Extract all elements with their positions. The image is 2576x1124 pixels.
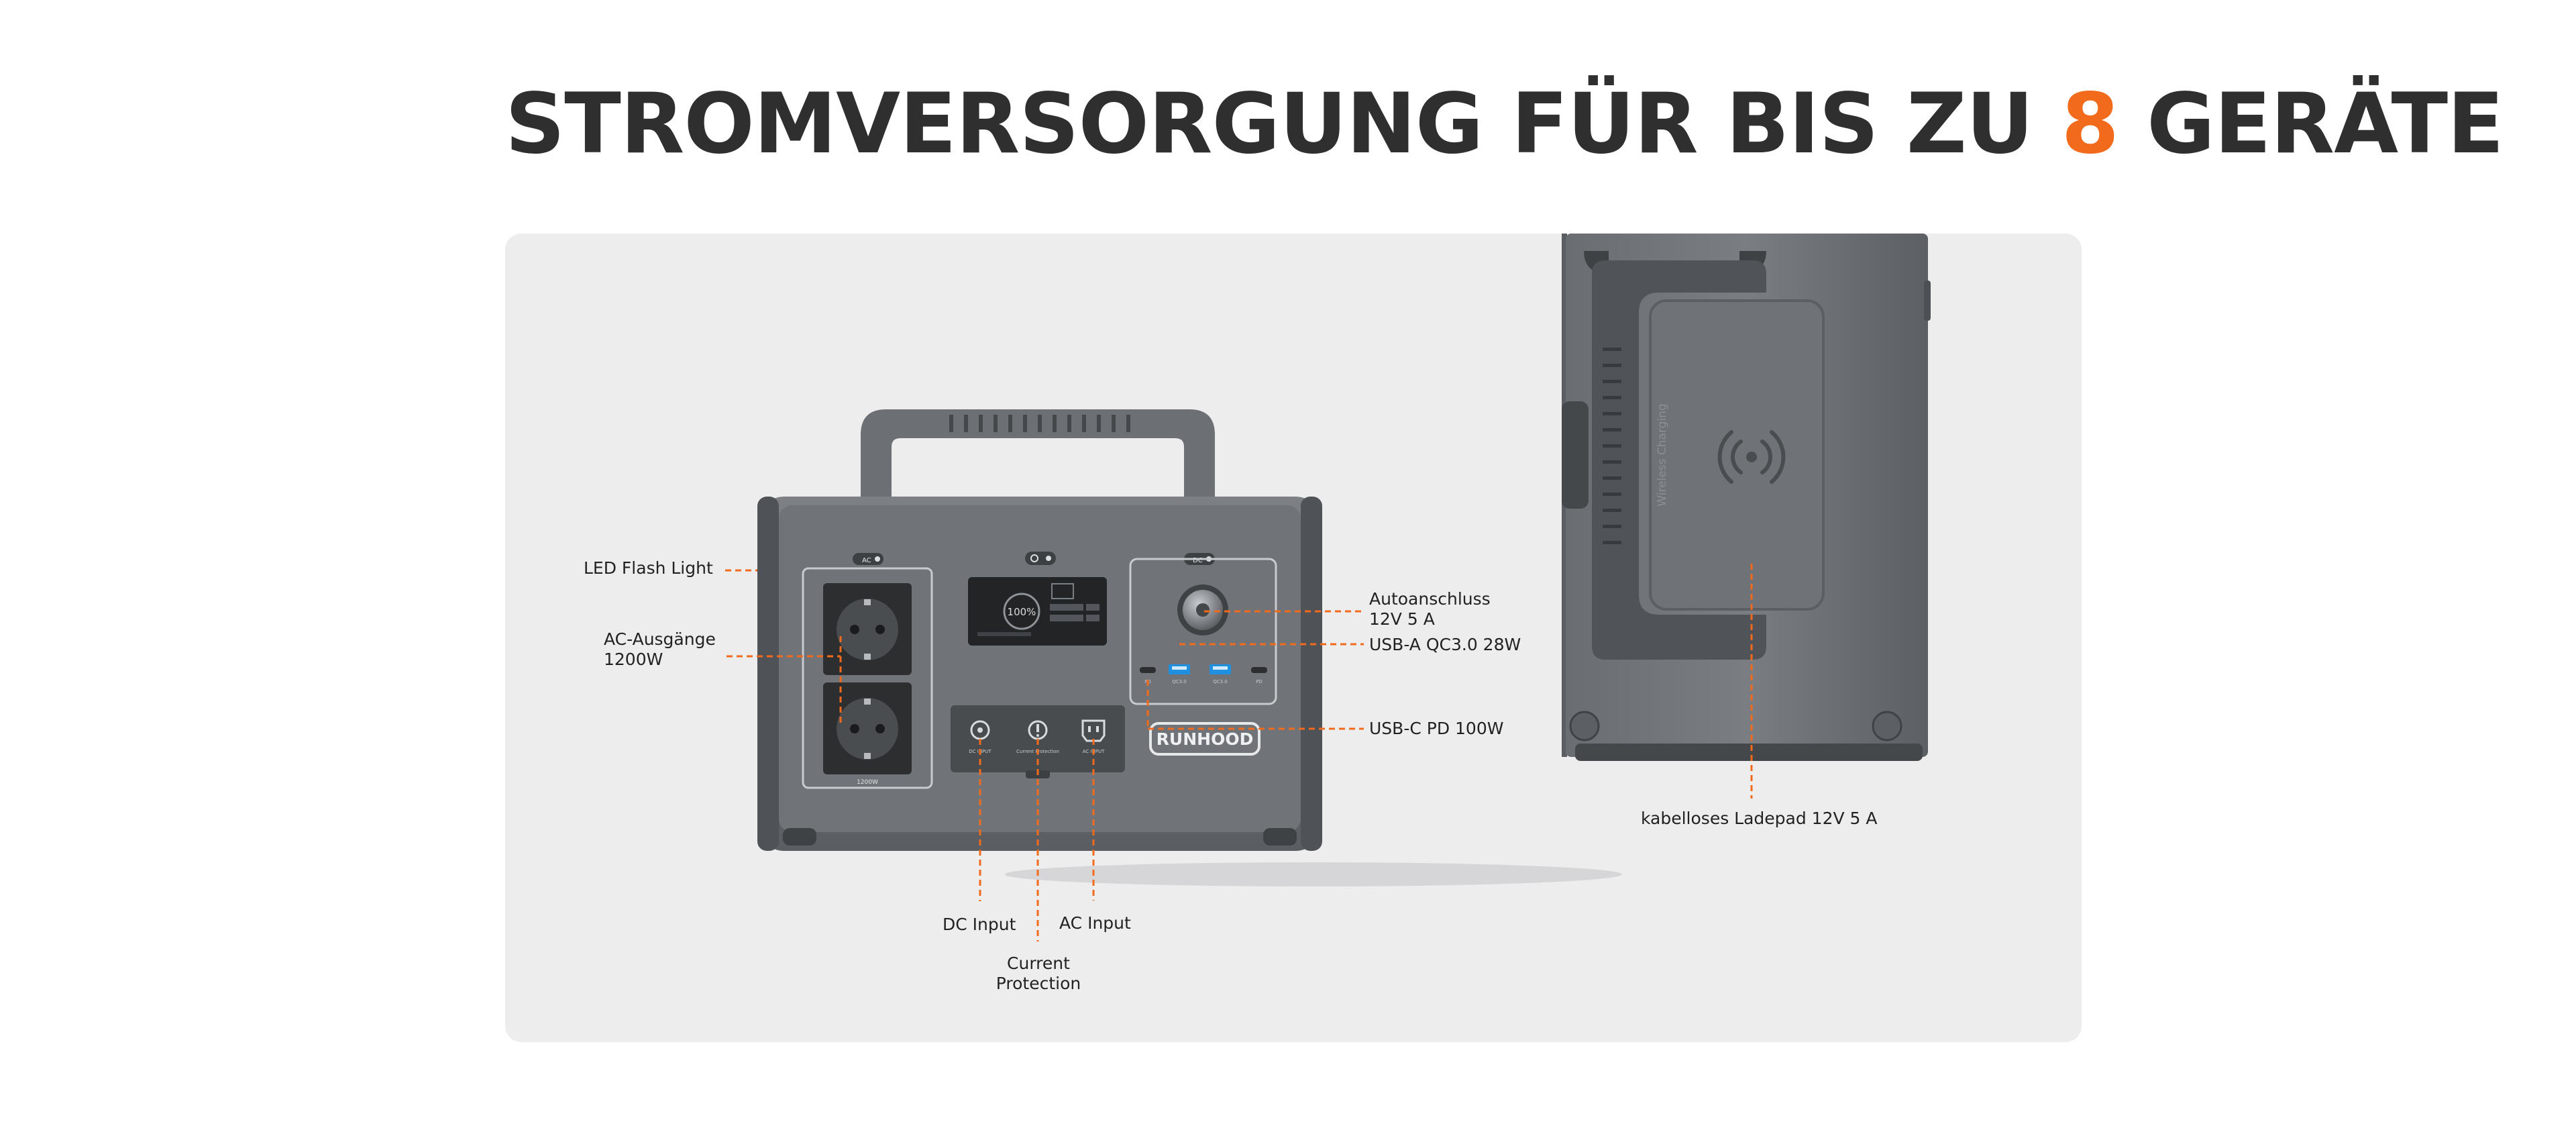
callout-ac-outputs-line1: AC-Ausgänge [604, 629, 716, 649]
dc-button-label: DC [1193, 557, 1203, 564]
screw-left [1569, 711, 1600, 742]
callout-usb-a: USB-A QC3.0 28W [1369, 635, 1521, 654]
socket-rating-label: 1200W [857, 779, 878, 786]
handle-grip-vents [949, 415, 1130, 432]
product-panel: AC DC [505, 234, 2082, 1042]
lcd-display: 100% [968, 577, 1107, 646]
device-left-edge [757, 497, 779, 851]
brand-logo: RUNHOOD [1149, 722, 1260, 756]
display-value: 100% [1008, 606, 1036, 618]
ac-button-label: AC [862, 557, 871, 564]
callout-current-protection-line2: Protection [996, 974, 1081, 993]
usb-c-right-label: PD [1256, 679, 1263, 684]
power-station-front: AC DC [757, 409, 1622, 886]
usb-c-port-right: PD [1251, 667, 1267, 684]
callout-car-outlet: Autoanschluss 12V 5 A [1369, 589, 1491, 629]
wireless-pad-text: Wireless Charging [1656, 403, 1669, 506]
callout-wireless-pad: kabelloses Ladepad 12V 5 A [1641, 809, 1878, 828]
callout-current-protection: Current Protection [995, 954, 1082, 994]
callout-ac-input: AC Input [1059, 913, 1131, 933]
wireless-charging-icon [1717, 430, 1786, 484]
device-shadow [1005, 862, 1622, 886]
side-handle-mount [1562, 401, 1589, 509]
side-button [1924, 280, 1931, 321]
ac-button: AC [853, 553, 883, 565]
title-prefix: STROMVERSORGUNG FÜR BIS ZU [505, 76, 2061, 172]
power-button [1025, 552, 1056, 565]
side-vents [1603, 348, 1621, 544]
callout-dc-input: DC Input [943, 915, 1016, 934]
screw-right [1872, 711, 1902, 742]
ac-socket-bottom [823, 682, 912, 774]
callout-ac-outputs: AC-Ausgänge 1200W [604, 629, 716, 670]
callout-car-outlet-line1: Autoanschluss [1369, 589, 1491, 609]
usb-a-port-2: QC3.0 [1210, 664, 1231, 684]
callout-led-flash-light: LED Flash Light [584, 558, 713, 578]
carry-handle [861, 409, 1215, 502]
device-right-edge [1301, 497, 1322, 851]
side-base [1575, 744, 1923, 761]
callout-car-outlet-line2: 12V 5 A [1369, 609, 1435, 629]
car-outlet-port [1177, 584, 1228, 635]
ac-socket-frame [802, 567, 933, 789]
title-number: 8 [2061, 76, 2119, 172]
usb-a-port-1: QC3.0 [1169, 664, 1190, 684]
title-suffix: GERÄTE [2118, 76, 2504, 172]
ac-socket-top [823, 583, 912, 675]
wireless-charging-pad [1649, 299, 1825, 611]
foot-right [1263, 828, 1297, 846]
dc-output-frame [1129, 558, 1277, 705]
callout-lines [725, 564, 1753, 941]
callout-ac-outputs-line2: 1200W [604, 650, 663, 669]
brand-logo-text: RUNHOOD [1157, 729, 1254, 749]
usb-a-1-label: QC3.0 [1172, 679, 1187, 684]
callout-current-protection-line1: Current [1007, 954, 1070, 973]
side-carry-rail [1592, 260, 1766, 660]
power-station-side: Wireless Charging [1562, 234, 1931, 761]
foot-left [783, 828, 816, 846]
product-illustration: AC DC [725, 234, 1931, 941]
page-title: STROMVERSORGUNG FÜR BIS ZU 8 GERÄTE [505, 81, 2504, 168]
callout-usb-c: USB-C PD 100W [1369, 719, 1504, 738]
usb-a-2-label: QC3.0 [1213, 679, 1228, 684]
